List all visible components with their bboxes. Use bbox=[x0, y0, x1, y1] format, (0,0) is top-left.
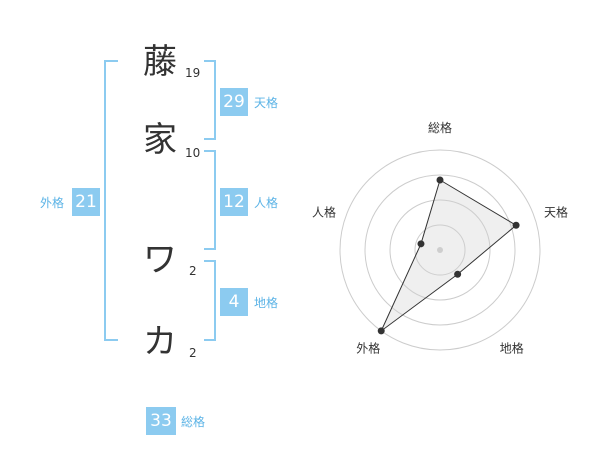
name-char-1: 藤 bbox=[143, 42, 177, 82]
radar-point bbox=[512, 221, 520, 229]
gaikaku-bracket bbox=[104, 60, 118, 341]
radar-ring bbox=[364, 174, 516, 326]
radar-point bbox=[436, 176, 444, 184]
radar-ring bbox=[339, 149, 541, 351]
tenkaku-label: 天格 bbox=[254, 96, 279, 110]
stroke-count-4: 2 bbox=[189, 346, 197, 360]
stroke-count-3: 2 bbox=[189, 264, 197, 278]
radar-point bbox=[377, 327, 385, 335]
radar-ring bbox=[389, 199, 491, 301]
jinkaku-label: 人格 bbox=[254, 196, 279, 210]
radar-point bbox=[417, 240, 425, 248]
radar-axis-label: 外格 bbox=[356, 341, 380, 356]
radar-center bbox=[437, 247, 443, 253]
radar-axis-label: 天格 bbox=[544, 204, 568, 219]
radar-ring bbox=[414, 224, 466, 276]
chikaku-value: 4 bbox=[220, 288, 248, 316]
stroke-count-2: 10 bbox=[185, 146, 201, 160]
name-char-4: カ bbox=[143, 322, 177, 362]
radar-polygon bbox=[380, 179, 517, 332]
chikaku-label: 地格 bbox=[254, 296, 279, 310]
jinkaku-bracket bbox=[204, 150, 216, 250]
jinkaku-value: 12 bbox=[220, 188, 248, 216]
soukaku-value: 33 bbox=[146, 407, 176, 435]
stroke-count-1: 19 bbox=[185, 66, 201, 80]
radar-point bbox=[454, 270, 462, 278]
radar-axis-label: 地格 bbox=[500, 341, 524, 356]
name-char-2: 家 bbox=[143, 120, 177, 160]
soukaku-label: 総格 bbox=[181, 415, 206, 429]
gaikaku-value: 21 bbox=[72, 188, 100, 216]
chikaku-bracket bbox=[204, 260, 216, 341]
tenkaku-value: 29 bbox=[220, 88, 248, 116]
gaikaku-label: 外格 bbox=[40, 196, 65, 210]
radar-axis-label: 人格 bbox=[312, 204, 336, 219]
tenkaku-bracket bbox=[204, 60, 216, 140]
name-char-3: ワ bbox=[143, 240, 177, 280]
radar-axis-label: 総格 bbox=[428, 120, 452, 135]
